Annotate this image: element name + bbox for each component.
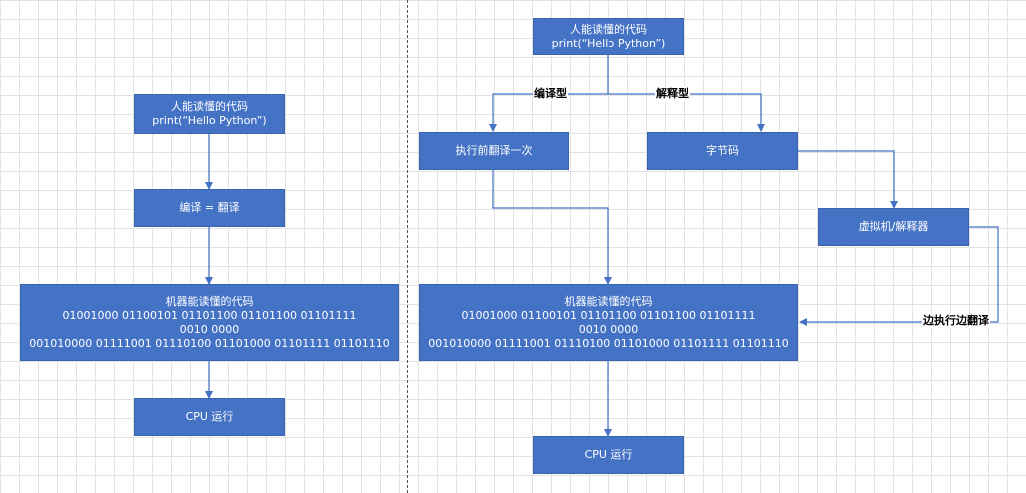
machine-code-line-1: 01001000 01100101 01101100 01101100 0110… [62, 308, 357, 322]
vm-label: 虚拟机/解释器 [858, 220, 929, 233]
human-code-sample: print(“Hellɔ Python”) [551, 36, 666, 50]
label-compiled-type: 编译型 [533, 87, 568, 101]
translate-once-label: 执行前翻译一次 [455, 144, 533, 157]
machine-code-title: 机器能读懂的代码 [165, 294, 254, 308]
human-code-sample: print(“Hello Python”) [152, 114, 267, 127]
arrow-translate-once-to-machine [492, 170, 612, 285]
bytecode-box: 字节码 [647, 132, 798, 170]
human-code-title: 人能读懂的代码 [570, 22, 647, 36]
machine-code-box-left: 机器能读懂的代码 01001000 01100101 01101100 0110… [20, 284, 399, 361]
section-divider [407, 0, 408, 493]
machine-code-line-3: 001010000 01111001 01110100 01101000 011… [428, 336, 789, 350]
cpu-run-label: CPU 运行 [584, 448, 633, 461]
arrow-bytecode-to-vm [798, 150, 898, 209]
label-interpreted-type: 解释型 [655, 87, 690, 101]
machine-code-line-2: 0010 0000 [578, 322, 639, 336]
virtual-machine-interpreter-box: 虚拟机/解释器 [818, 208, 969, 246]
compile-label: 编译 = 翻译 [179, 201, 240, 214]
cpu-run-label: CPU 运行 [185, 410, 234, 423]
bytecode-label: 字节码 [706, 144, 739, 157]
compile-equals-translate-box: 编译 = 翻译 [134, 189, 285, 227]
cpu-run-box-left: CPU 运行 [134, 398, 285, 436]
machine-code-line-3: 001010000 01111001 01110100 01101000 011… [29, 336, 390, 350]
machine-code-title: 机器能读懂的代码 [564, 294, 653, 308]
arrow-vm-to-machine [799, 226, 999, 326]
human-readable-code-box-right: 人能读懂的代码 print(“Hellɔ Python”) [533, 18, 684, 55]
human-readable-code-box-left: 人能读懂的代码 print(“Hello Python”) [134, 94, 285, 134]
human-code-title: 人能读懂的代码 [171, 100, 248, 113]
machine-code-line-1: 01001000 01100101 01101100 01101100 0110… [461, 308, 756, 322]
label-translate-while-executing: 边执行边翻译 [922, 314, 990, 328]
translate-before-run-box: 执行前翻译一次 [419, 132, 569, 170]
cpu-run-box-right: CPU 运行 [533, 436, 684, 474]
machine-code-line-2: 0010 0000 [179, 322, 240, 336]
machine-code-box-right: 机器能读懂的代码 01001000 01100101 01101100 0110… [419, 284, 798, 361]
